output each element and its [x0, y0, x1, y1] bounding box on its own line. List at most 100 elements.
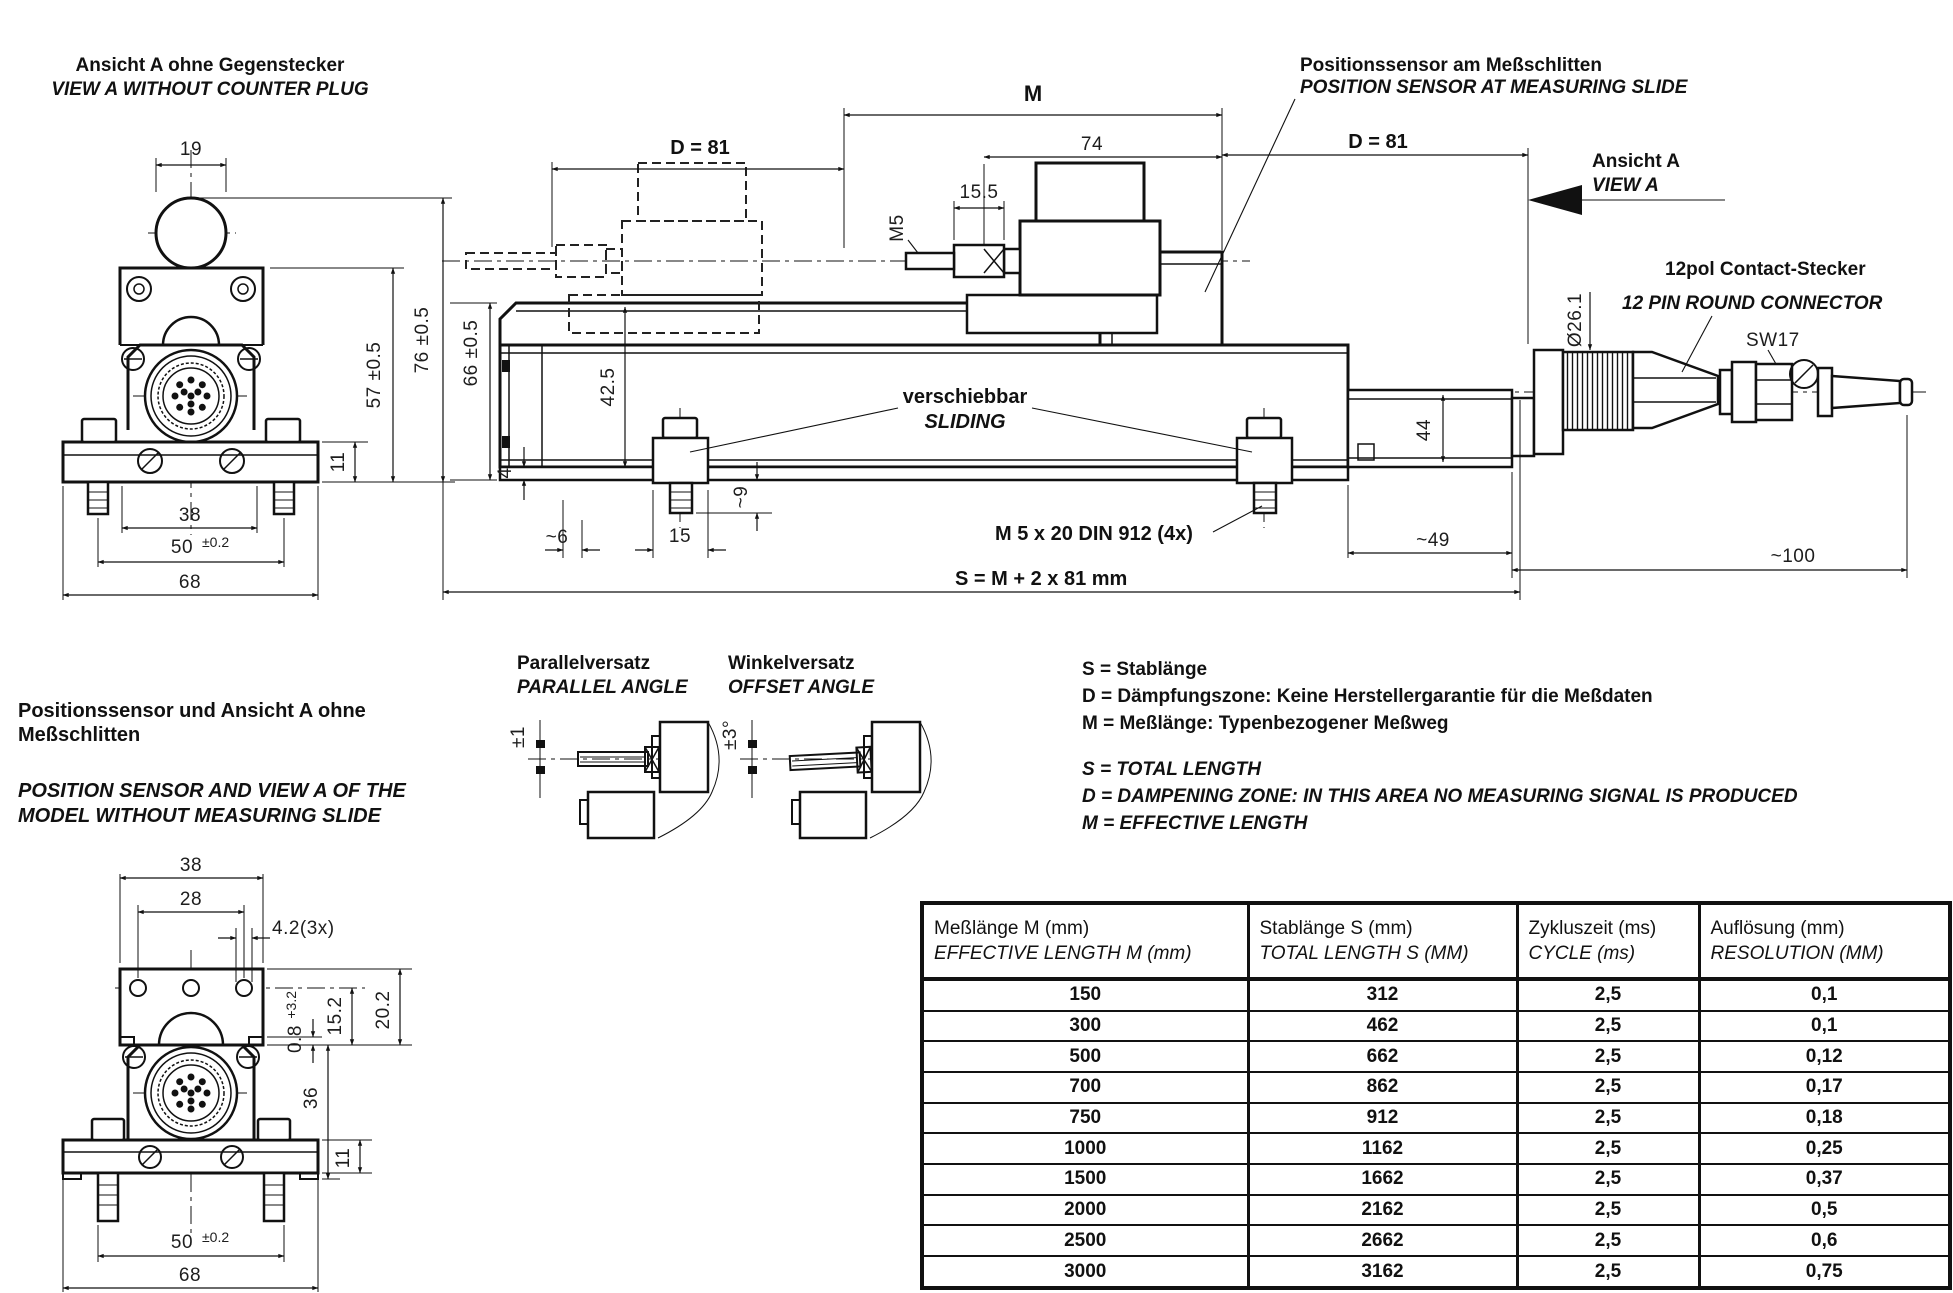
table-cell: 0,1 — [1697, 1009, 1952, 1043]
table-cell: 662 — [1246, 1040, 1519, 1074]
header-en: TOTAL LENGTH S (MM) — [1259, 943, 1469, 964]
main-view-drawing: M 74 D = 81 D = 81 15.5 M5 66 ±0.5 42.5 … — [442, 81, 1930, 600]
offset-label-en: OFFSET ANGLE — [728, 677, 875, 698]
dim-50-top: 50 — [171, 537, 193, 558]
dim-44: 44 — [1414, 419, 1435, 441]
dim-dia-26-1: Ø26.1 — [1565, 293, 1586, 347]
legend-m-de: M = Meßlänge: Typenbezogener Meßweg — [1082, 713, 1449, 734]
table-cell: 500 — [920, 1040, 1250, 1074]
dim-d81-right: D = 81 — [1348, 131, 1407, 153]
header-cycle: Zykluszeit (ms)CYCLE (ms) — [1515, 902, 1701, 981]
parallel-label-en: PARALLEL ANGLE — [517, 677, 689, 698]
phantom-sensor — [465, 162, 763, 334]
view-a-label-de: Ansicht A — [1592, 151, 1680, 172]
header-total-length: Stablänge S (mm) TOTAL LENGTH S (MM) — [1246, 902, 1519, 981]
sensor-label-en: POSITION SENSOR AT MEASURING SLIDE — [1300, 77, 1689, 98]
table-cell: 3000 — [920, 1255, 1250, 1289]
legend-d-en: D = DAMPENING ZONE: IN THIS AREA NO MEAS… — [1082, 786, 1798, 807]
table-cell: 0,75 — [1697, 1255, 1952, 1289]
header-resolution: Auflösung (mm)RESOLUTION (MM) — [1697, 902, 1952, 981]
dim-66: 66 ±0.5 — [461, 320, 482, 387]
bottom-title-de-2: Meßschlitten — [18, 724, 140, 746]
dim-20-2: 20.2 — [373, 991, 394, 1030]
bottom-title-de-1: Positionssensor und Ansicht A ohne — [18, 700, 366, 722]
legend-s-de: S = Stablänge — [1082, 659, 1207, 680]
dim-15: 15 — [669, 526, 691, 547]
table-cell: 862 — [1246, 1071, 1519, 1104]
dim-sw17: SW17 — [1746, 330, 1800, 351]
parallel-label-de: Parallelversatz — [517, 653, 650, 674]
dim-49: ~49 — [1416, 530, 1450, 551]
legend: S = Stablänge D = Dämpfungszone: Keine H… — [1082, 659, 1798, 834]
dim-0-8-tol: +3.2 — [283, 991, 299, 1019]
mounting-clamps — [651, 408, 1294, 528]
table-cell: 0,17 — [1697, 1071, 1952, 1104]
connector-pins-bottom — [171, 1073, 211, 1113]
dim-9: ~9 — [731, 486, 752, 509]
dim-19: 19 — [180, 139, 202, 160]
dim-m-label: M — [1024, 81, 1042, 106]
table-cell: 150 — [920, 978, 1250, 1012]
table-cell: 2,5 — [1515, 1101, 1701, 1135]
table-cell: 2,5 — [1515, 978, 1701, 1012]
sliding-label-de: verschiebbar — [903, 386, 1028, 408]
table-cell: 0,18 — [1697, 1101, 1952, 1135]
table-cell: 2162 — [1246, 1193, 1519, 1227]
table-cell: 1000 — [920, 1132, 1250, 1166]
table-cell: 0,6 — [1697, 1224, 1952, 1258]
dim-15-2: 15.2 — [325, 997, 346, 1036]
dim-0-8: 0.8 +3.2 — [283, 991, 306, 1053]
table-cell: 2,5 — [1515, 1071, 1701, 1104]
legend-s-en: S = TOTAL LENGTH — [1082, 759, 1262, 780]
bottom-title-en-2: MODEL WITHOUT MEASURING SLIDE — [18, 805, 382, 827]
dim-plus-minus-3deg: ±3° — [720, 720, 741, 750]
table-cell: 462 — [1246, 1009, 1519, 1043]
table-cell: 1162 — [1246, 1132, 1519, 1166]
header-de: Stablänge S (mm) — [1259, 918, 1413, 939]
header-en: CYCLE (ms) — [1528, 943, 1636, 964]
spec-table-header-row: Meßlänge M (mm)EFFECTIVE LENGTH M (mm) S… — [920, 902, 1952, 981]
table-cell: 0,1 — [1697, 978, 1952, 1012]
annotations: Positionssensor am Meßschlitten POSITION… — [1204, 55, 1883, 373]
table-cell: 2,5 — [1515, 1255, 1701, 1289]
dim-11-bottom: 11 — [333, 1148, 354, 1169]
table-cell: 2,5 — [1515, 1040, 1701, 1074]
front-view-title-de: Ansicht A ohne Gegenstecker — [76, 55, 345, 76]
angular-offset-sketch: ±3° — [720, 720, 933, 840]
connector-pins — [171, 376, 211, 416]
table-cell: 2000 — [920, 1193, 1250, 1227]
dim-0-8-value: 0.8 — [285, 1025, 306, 1053]
table-cell: 300 — [920, 1009, 1250, 1043]
table-cell: 750 — [920, 1101, 1250, 1135]
dim-100: ~100 — [1771, 546, 1816, 567]
table-cell: 912 — [1246, 1101, 1519, 1135]
connector-label-de: 12pol Contact-Stecker — [1665, 259, 1866, 280]
table-cell: 2,5 — [1515, 1163, 1701, 1196]
table-cell: 1500 — [920, 1163, 1250, 1196]
header-en: EFFECTIVE LENGTH M (mm) — [934, 943, 1192, 964]
dim-4: 4 — [495, 467, 516, 478]
front-view-drawing: Ansicht A ohne Gegenstecker VIEW A WITHO… — [51, 55, 455, 600]
dim-74: 74 — [1081, 134, 1103, 155]
dim-11-top: 11 — [328, 452, 349, 473]
table-cell: 1662 — [1246, 1163, 1519, 1196]
dim-m5: M5 — [887, 214, 908, 241]
table-cell: 0,5 — [1697, 1193, 1952, 1227]
connector-drawing — [1346, 348, 1914, 469]
view-a-arrow-icon — [1528, 185, 1582, 215]
sensor-label-de: Positionssensor am Meßschlitten — [1300, 55, 1602, 76]
bottom-view-drawing: Positionssensor und Ansicht A ohne Meßsc… — [18, 700, 412, 1292]
table-cell: 2,5 — [1515, 1224, 1701, 1258]
table-cell: 700 — [920, 1071, 1250, 1104]
header-effective-length: Meßlänge M (mm)EFFECTIVE LENGTH M (mm) — [920, 902, 1250, 981]
table-cell: 0,12 — [1697, 1040, 1952, 1074]
table-cell: 0,37 — [1697, 1163, 1952, 1196]
table-cell: 2,5 — [1515, 1009, 1701, 1043]
